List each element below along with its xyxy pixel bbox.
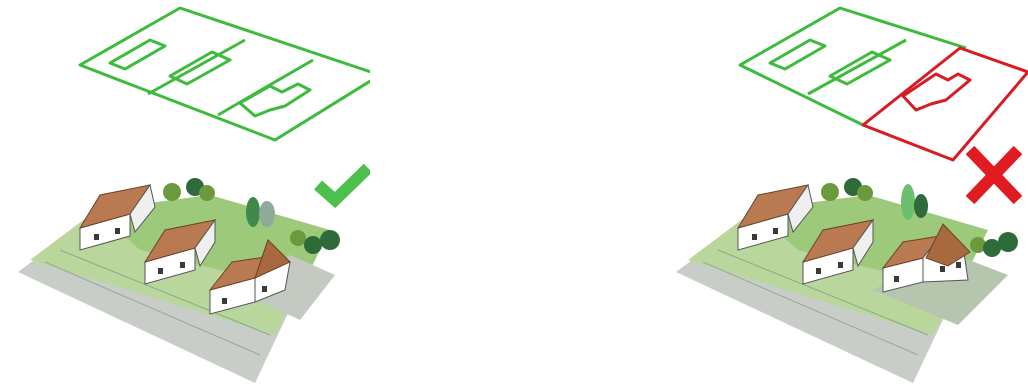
street-scene [676, 195, 1008, 383]
street-scene [18, 195, 335, 383]
tree [998, 232, 1018, 252]
plan-footprint-3 [240, 84, 310, 116]
tree [914, 194, 928, 218]
tree [857, 185, 873, 201]
panel-not-acceptable [658, 0, 1028, 385]
tree [259, 201, 275, 227]
tree [901, 184, 915, 220]
tree [290, 230, 306, 246]
plot-plan-outline [80, 8, 370, 140]
plan-footprint-2 [830, 52, 890, 84]
tree [163, 183, 181, 201]
plot-plan-outline [740, 8, 1028, 160]
tree [246, 197, 260, 227]
plan-footprint-2 [170, 52, 230, 84]
tree [304, 236, 322, 254]
plan-outer-boundary-green [740, 8, 966, 125]
cross-icon [970, 150, 1018, 200]
tree [320, 230, 340, 250]
plan-footprint-extension-red [903, 74, 970, 110]
panel-acceptable-svg [0, 0, 370, 385]
tree [199, 185, 215, 201]
panel-acceptable [0, 0, 370, 385]
panel-not-acceptable-svg [658, 0, 1028, 385]
check-icon [318, 168, 368, 200]
plan-outer-boundary [80, 8, 370, 140]
plan-plot-extension-red [863, 48, 1028, 160]
tree [821, 183, 839, 201]
